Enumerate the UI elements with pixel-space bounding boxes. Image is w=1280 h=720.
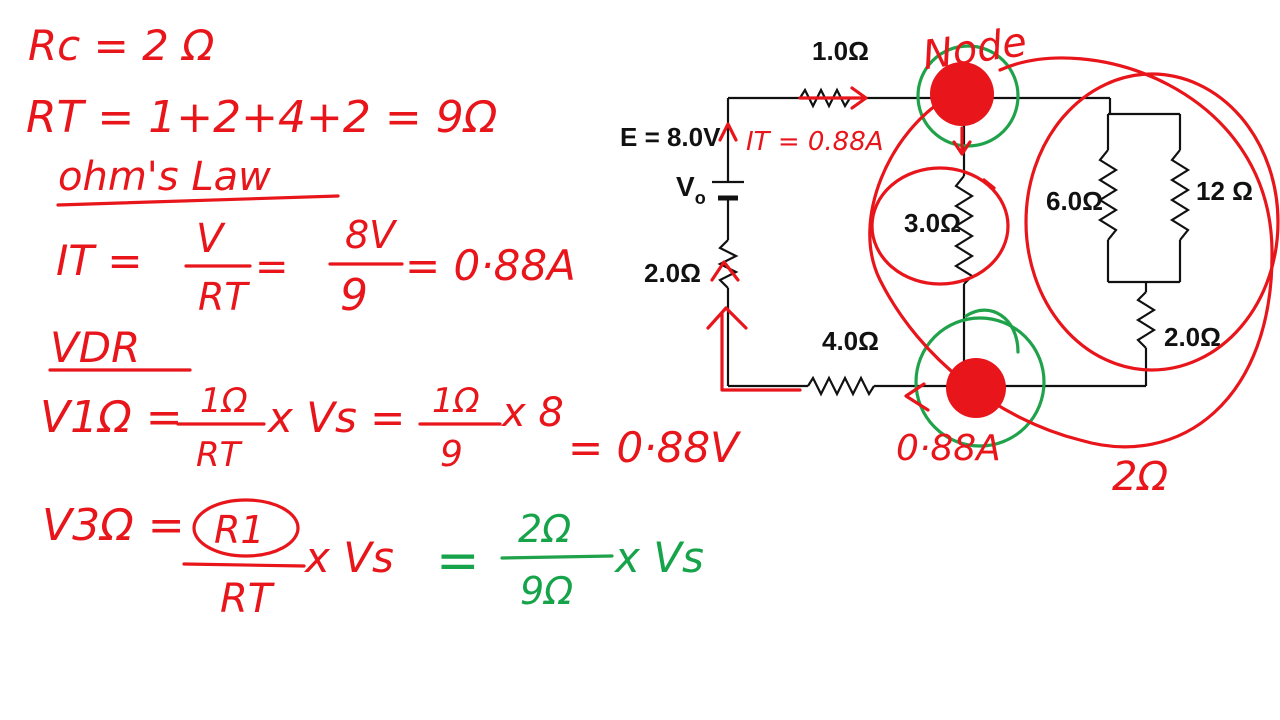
resistor-6ohm — [1097, 149, 1119, 241]
bottom-node-dot — [946, 358, 1006, 418]
v3-fraction-bar — [182, 562, 306, 568]
rt-sum-line: RT = 1+2+4+2 = 9Ω — [26, 92, 498, 143]
three-ohm-loop — [870, 166, 1010, 286]
node-label: Node — [920, 19, 1030, 79]
label-2ohm-right: 2.0Ω — [1164, 322, 1221, 352]
it-lhs: IT = — [56, 236, 143, 285]
rt-denominator: RT — [198, 275, 250, 319]
resistor-3ohm — [953, 175, 975, 285]
vo-main: V — [676, 171, 695, 202]
left-up-arrow-top — [718, 122, 738, 142]
resistor-4ohm — [807, 375, 875, 397]
v3-lhs: V3Ω = — [42, 500, 185, 551]
rc-line: Rc = 2 Ω — [28, 21, 214, 70]
parallel-loop — [1024, 72, 1280, 372]
times-vs-green: x Vs — [613, 533, 704, 582]
label-2ohm-left: 2.0Ω — [644, 258, 701, 288]
nine-ohm-denominator: 9Ω — [520, 569, 573, 613]
bottom-left-arrow — [904, 382, 930, 412]
times-vs: x Vs = — [266, 393, 405, 442]
handwritten-notes: Rc = 2 Ω RT = 1+2+4+2 = 9Ω ohm's Law IT … — [26, 21, 742, 622]
ohms-law-heading: ohm's Law — [58, 154, 271, 200]
green-equals: = — [436, 531, 480, 591]
two-ohm-numerator: 2Ω — [518, 507, 571, 551]
times-eight: x 8 — [500, 390, 564, 436]
green-arc — [964, 308, 1020, 354]
bottom-node-green-circle — [914, 316, 1046, 448]
resistor-2ohm-left — [717, 239, 739, 289]
nine-denominator: 9 — [340, 270, 368, 321]
vo-sub: o — [695, 188, 706, 208]
big-enclosing-loop — [868, 56, 1274, 449]
eight-v: 8V — [345, 213, 398, 257]
bottom-current-label: 0·88A — [896, 428, 1001, 469]
times-vs-b: x Vs — [303, 533, 394, 582]
r1-numerator: R1 — [214, 508, 265, 552]
r1-circle — [192, 498, 300, 558]
ohms-law-underline — [56, 194, 340, 207]
label-12ohm: 12 Ω — [1196, 176, 1253, 206]
rt-denominator-b: RT — [196, 435, 243, 475]
rt-denominator-c: RT — [220, 576, 276, 622]
three-ohm-tick — [982, 178, 996, 190]
label-1ohm: 1.0Ω — [812, 36, 869, 66]
v-numerator: V — [196, 216, 226, 262]
label-6ohm: 6.0Ω — [1046, 186, 1103, 216]
mid-down-arrow — [952, 126, 972, 156]
left-current-path — [706, 306, 802, 392]
vdr-heading: VDR — [50, 323, 140, 372]
green-fraction-bar — [500, 554, 614, 560]
equals-sign: = — [255, 244, 289, 290]
two-ohm-right-label: 2Ω — [1112, 454, 1168, 500]
v1-result: = 0·88V — [568, 423, 742, 472]
left-up-arrow-mid — [710, 260, 740, 282]
it-current-label: IT = 0.88A — [746, 127, 884, 157]
one-ohm-numerator: 1Ω — [200, 381, 248, 421]
label-emf: E = 8.0V — [620, 122, 721, 152]
one-ohm-numerator-b: 1Ω — [432, 381, 480, 421]
v1-lhs: V1Ω = — [40, 392, 183, 443]
circuit-diagram: 1.0Ω E = 8.0V Vo 2.0Ω 4.0Ω 3.0Ω 6.0Ω 12 … — [620, 36, 1253, 397]
label-3ohm: 3.0Ω — [904, 208, 961, 238]
label-4ohm: 4.0Ω — [822, 326, 879, 356]
nine-denominator-b: 9 — [440, 434, 463, 475]
top-current-arrow — [798, 86, 868, 110]
label-vo: Vo — [676, 171, 706, 208]
it-result: = 0·88A — [405, 241, 576, 290]
resistor-2ohm-right — [1135, 291, 1157, 349]
resistor-12ohm — [1169, 149, 1191, 241]
circuit-annotations: Node IT = 0.88A 0·88A 2Ω — [706, 19, 1280, 500]
top-node-dot — [930, 62, 994, 126]
